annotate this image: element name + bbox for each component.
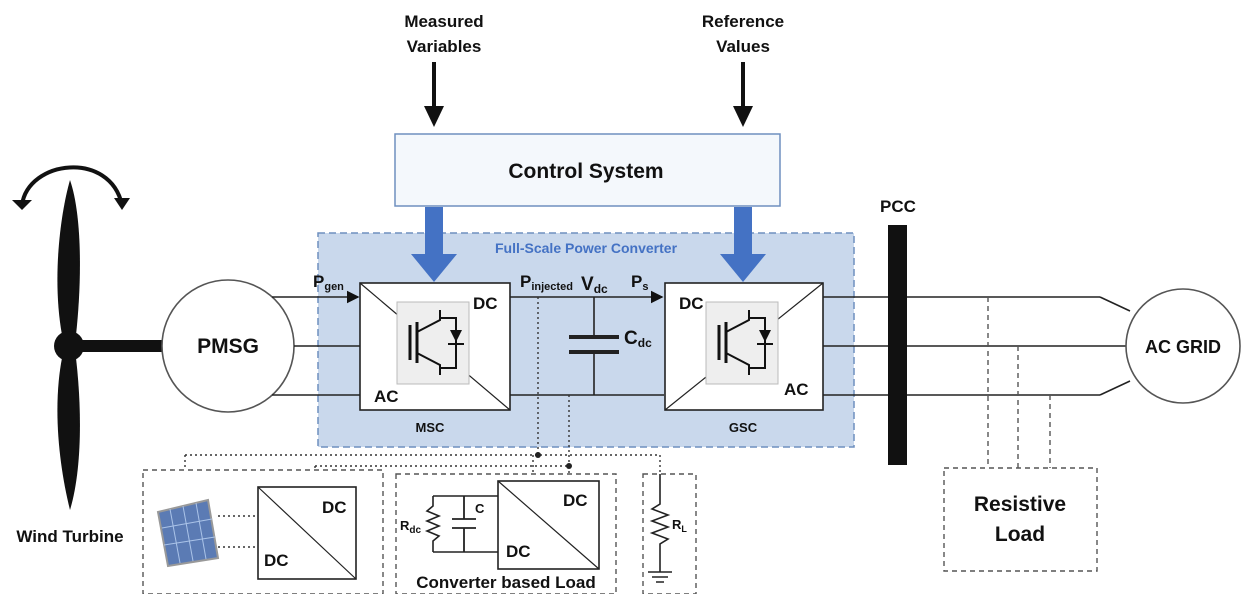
reference-values-arrow — [733, 62, 753, 127]
load-converter-dc-top: DC — [563, 491, 588, 510]
rl-label: RL — [672, 517, 687, 534]
resistive-load-line2: Load — [995, 523, 1045, 546]
pcc-bus — [888, 225, 907, 465]
igbt-diode-icon — [705, 301, 779, 385]
igbt-diode-icon — [396, 301, 470, 385]
measured-variables-arrow — [424, 62, 444, 127]
solar-panel-icon — [156, 498, 220, 568]
rl-box — [642, 473, 697, 595]
c-label: C — [475, 501, 485, 516]
grid-lead — [1099, 380, 1131, 396]
resistive-load-line1: Resistive — [974, 493, 1066, 516]
p-gen-label: Pgen — [313, 272, 344, 293]
p-injected-label: Pinjected — [520, 272, 573, 293]
measured-variables-line1: Measured — [404, 12, 483, 31]
wind-turbine-icon — [54, 180, 162, 510]
c-capacitor — [452, 496, 476, 552]
msc-ac-label: AC — [374, 387, 399, 406]
ac-grid-label: AC GRID — [1145, 337, 1221, 357]
gsc-ac-label: AC — [784, 380, 809, 399]
p-s-label: Ps — [631, 272, 648, 293]
c-dc-label: Cdc — [624, 328, 652, 350]
grid-lead — [1099, 296, 1131, 312]
junction-dot — [535, 452, 541, 458]
load-converter-diagonal — [497, 480, 600, 570]
rotation-arrow-icon — [12, 165, 130, 210]
rl-resistor — [648, 474, 672, 583]
converter-load-title: Converter based Load — [416, 573, 596, 592]
pv-converter-dc-bottom: DC — [264, 551, 289, 570]
gsc-label: GSC — [729, 420, 758, 435]
pmsg-label: PMSG — [197, 335, 259, 358]
v-dc-label: Vdc — [581, 274, 608, 296]
wind-turbine-label: Wind Turbine — [16, 527, 123, 546]
control-to-gsc-arrow — [720, 207, 766, 282]
ac-grid-circle — [1125, 288, 1241, 404]
pcc-label: PCC — [880, 197, 916, 216]
converter-title: Full-Scale Power Converter — [495, 240, 678, 256]
rdc-resistor — [424, 495, 498, 553]
reference-values-line1: Reference — [702, 12, 784, 31]
control-system-box — [394, 133, 781, 207]
junction-dot — [566, 463, 572, 469]
msc-dc-label: DC — [473, 294, 498, 313]
reference-values-line2: Values — [716, 37, 770, 56]
pv-converter-dc-top: DC — [322, 498, 347, 517]
gsc-dc-label: DC — [679, 294, 704, 313]
pv-converter-diagonal — [257, 486, 357, 580]
rdc-label: Rdc — [400, 518, 421, 536]
msc-label: MSC — [416, 420, 446, 435]
control-system-label: Control System — [508, 160, 663, 183]
pv-source-box — [142, 469, 384, 595]
resistive-load-box — [943, 467, 1098, 572]
load-converter-dc-bottom: DC — [506, 542, 531, 561]
measured-variables-line2: Variables — [407, 37, 482, 56]
control-to-msc-arrow — [411, 207, 457, 282]
